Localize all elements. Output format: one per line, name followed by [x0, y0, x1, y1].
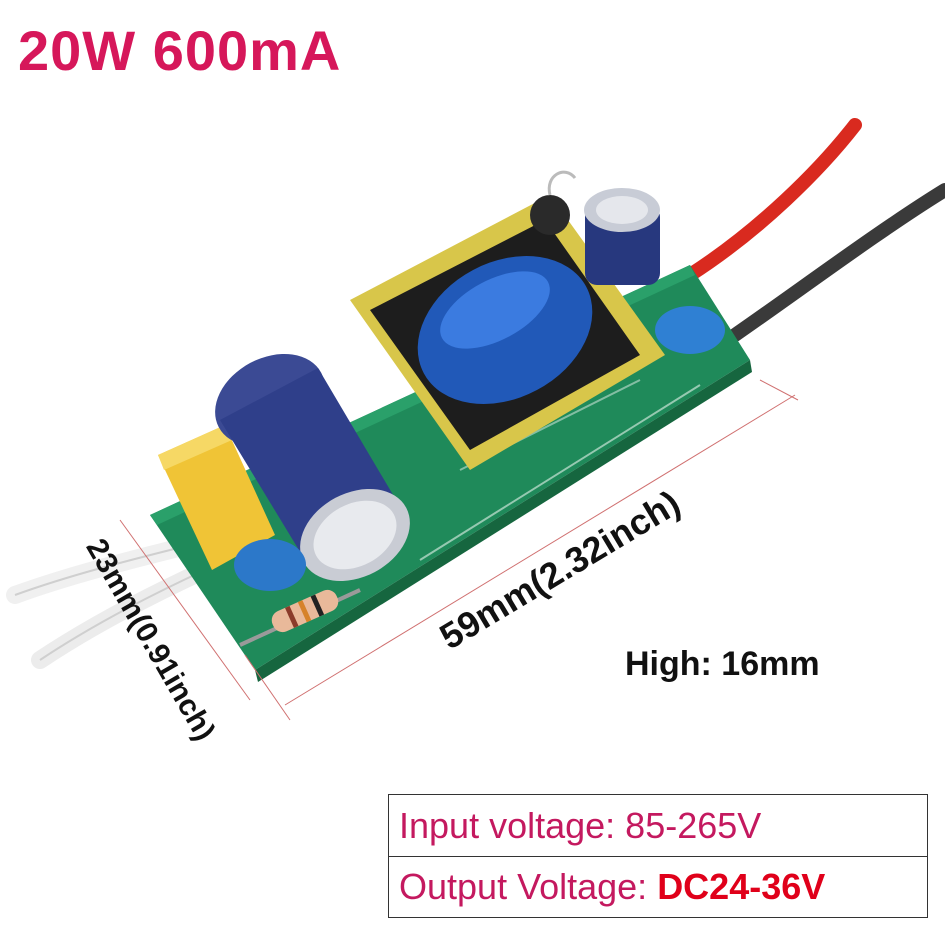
resistor [239, 588, 361, 647]
y-capacitor [234, 539, 306, 591]
red-wire [683, 118, 862, 282]
black-wire [728, 183, 945, 342]
product-title: 20W 600mA [18, 19, 342, 82]
output-voltage-value: DC24-36V [657, 866, 826, 907]
height-dimension-label: High: 16mm [625, 645, 820, 683]
y-capacitor [655, 306, 725, 354]
output-capacitor [584, 188, 660, 285]
x-capacitor [158, 425, 275, 570]
input-capacitor [215, 353, 410, 582]
output-voltage-label: Output Voltage: [399, 866, 648, 907]
input-voltage-value: 85-265V [625, 804, 762, 846]
input-voltage-label: Input voltage: [399, 804, 616, 846]
inductor [530, 170, 577, 235]
output-voltage-row: Output Voltage: DC24-36V [389, 856, 927, 917]
width-dimension-line [119, 519, 251, 701]
input-voltage-row: Input voltage: 85-265V [389, 795, 927, 856]
spec-table: Input voltage: 85-265V Output Voltage: D… [388, 794, 928, 918]
length-dimension-line [284, 394, 796, 706]
